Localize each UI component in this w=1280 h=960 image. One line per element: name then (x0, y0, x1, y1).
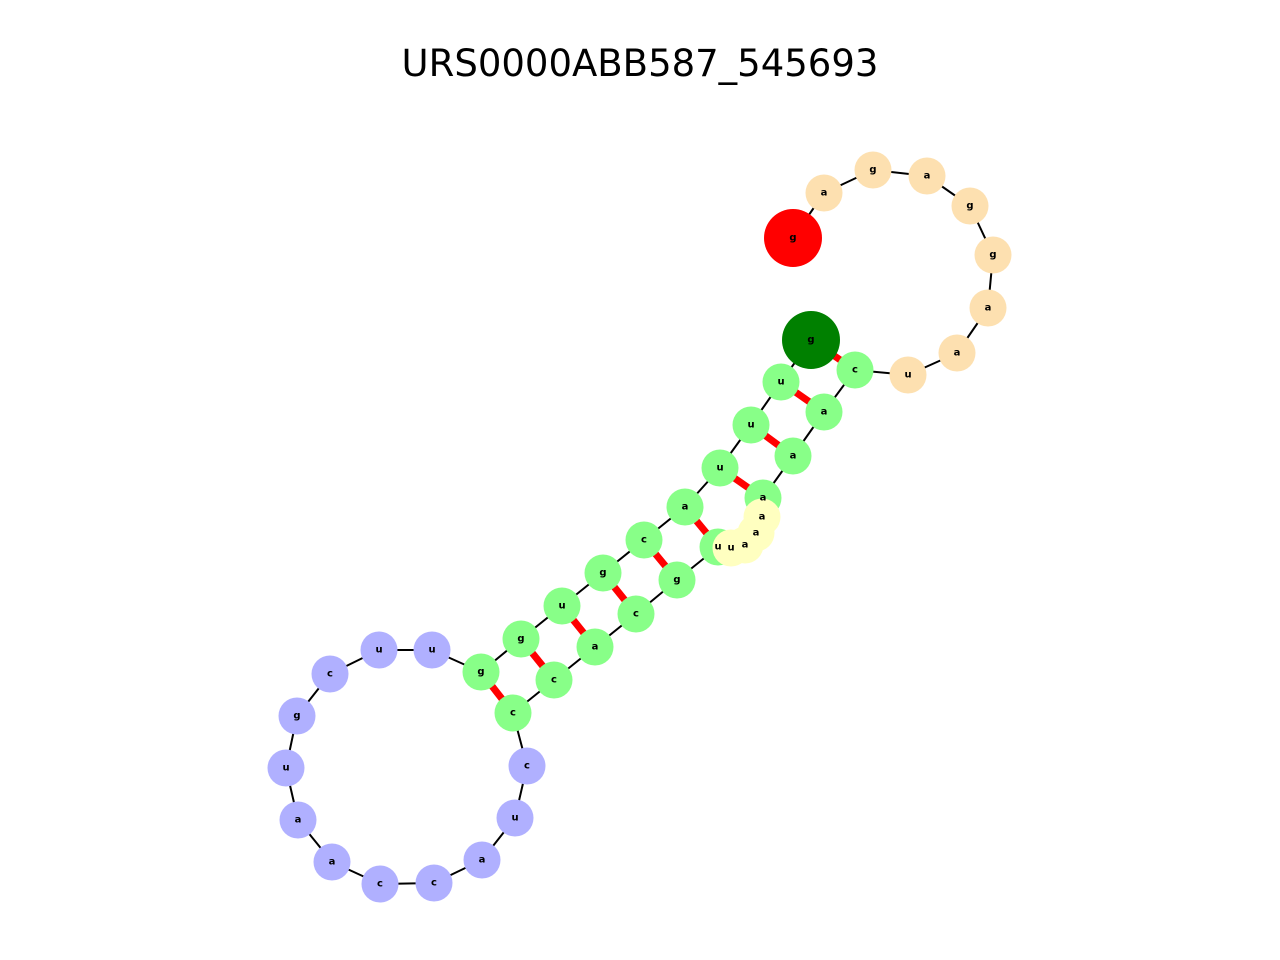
nucleotide-stem (732, 406, 770, 444)
nucleotide-multi-loop (278, 697, 316, 735)
nucleotide-label: g (789, 233, 796, 244)
nucleotide-stem (584, 554, 622, 592)
nucleotide-label: g (989, 250, 996, 261)
nucleotide-hairpin-loop (854, 151, 892, 189)
nucleotide-label: a (295, 815, 302, 826)
nucleotide-label: u (714, 542, 721, 553)
nucleotide-label: g (807, 335, 814, 346)
nucleotide-label: u (511, 813, 518, 824)
nucleotide-multi-loop (313, 843, 351, 881)
nucleotide-label: a (924, 171, 931, 182)
nucleotide-label: a (682, 502, 689, 513)
nucleotide-label: c (377, 879, 383, 890)
nucleotide-label: a (759, 512, 766, 523)
base-pair-layer (478, 337, 857, 716)
nucleotide-label: g (293, 711, 300, 722)
nucleotide-stem (462, 653, 500, 691)
nucleotide-stem (701, 449, 739, 487)
nucleotide-label: c (641, 535, 647, 546)
nucleotide-label: a (592, 642, 599, 653)
nucleotide-label: a (329, 857, 336, 868)
nucleotide-hairpin-loop (908, 157, 946, 195)
nucleotide-hairpin-loop (974, 236, 1012, 274)
nucleotide-label: u (558, 601, 565, 612)
nucleotide-multi-loop (413, 631, 451, 669)
nucleotide-label: g (477, 667, 484, 678)
nucleotide-stem (535, 661, 573, 699)
nucleotide-label: g (869, 165, 876, 176)
nucleotide-hairpin-loop (969, 289, 1007, 327)
nucleotide-label: c (524, 761, 530, 772)
nucleotide-multi-loop (463, 841, 501, 879)
nucleotide-label: g (517, 634, 524, 645)
nucleotide-label: a (760, 493, 767, 504)
nucleotide-multi-loop (279, 801, 317, 839)
nucleotide-label: g (599, 568, 606, 579)
nucleotide-label: g (966, 201, 973, 212)
nucleotide-multi-loop (360, 631, 398, 669)
nucleotide-stem (666, 488, 704, 526)
nucleotide-label: c (852, 365, 858, 376)
nucleotide-hairpin-loop (805, 174, 843, 212)
nucleotide-label: c (551, 675, 557, 686)
nucleotide-label: u (716, 463, 723, 474)
nucleotide-label: c (510, 708, 516, 719)
nucleotide-label: u (747, 420, 754, 431)
nucleotide-label: a (753, 528, 760, 539)
nucleotide-stem (774, 437, 812, 475)
nucleotide-label: u (904, 370, 911, 381)
nucleotide-hairpin-loop (938, 334, 976, 372)
nucleotide-stem (576, 628, 614, 666)
nucleotide-layer (267, 151, 1012, 903)
nucleotide-label: a (790, 451, 797, 462)
nucleotide-label: a (479, 855, 486, 866)
nucleotide-three-prime (782, 311, 840, 369)
nucleotide-multi-loop (496, 799, 534, 837)
nucleotide-label: u (727, 543, 734, 554)
nucleotide-stem (494, 694, 532, 732)
nucleotide-stem (625, 521, 663, 559)
nucleotide-label: a (742, 540, 749, 551)
nucleotide-label: c (327, 669, 333, 680)
nucleotide-label: u (777, 377, 784, 388)
nucleotide-label: g (673, 575, 680, 586)
nucleotide-multi-loop (361, 865, 399, 903)
nucleotide-stem (805, 393, 843, 431)
nucleotide-label: a (954, 348, 961, 359)
nucleotide-multi-loop (311, 655, 349, 693)
nucleotide-label: u (282, 763, 289, 774)
nucleotide-stem (617, 595, 655, 633)
nucleotide-multi-loop (267, 749, 305, 787)
nucleotide-label: u (428, 645, 435, 656)
nucleotide-stem (543, 587, 581, 625)
nucleotide-label: a (821, 188, 828, 199)
nucleotide-multi-loop (508, 747, 546, 785)
nucleotide-label: u (375, 645, 382, 656)
nucleotide-stem (762, 363, 800, 401)
nucleotide-bulge (743, 498, 781, 536)
nucleotide-label: c (633, 609, 639, 620)
nucleotide-label: a (985, 303, 992, 314)
nucleotide-multi-loop (415, 864, 453, 902)
nucleotide-stem (502, 620, 540, 658)
nucleotide-hairpin-loop (889, 356, 927, 394)
nucleotide-hairpin-loop (951, 187, 989, 225)
nucleotide-stem (658, 561, 696, 599)
nucleotide-label: c (431, 878, 437, 889)
diagram-title: URS0000ABB587_545693 (401, 42, 879, 85)
nucleotide-five-prime (764, 209, 822, 267)
nucleotide-stem (836, 351, 874, 389)
nucleotide-label: a (821, 407, 828, 418)
